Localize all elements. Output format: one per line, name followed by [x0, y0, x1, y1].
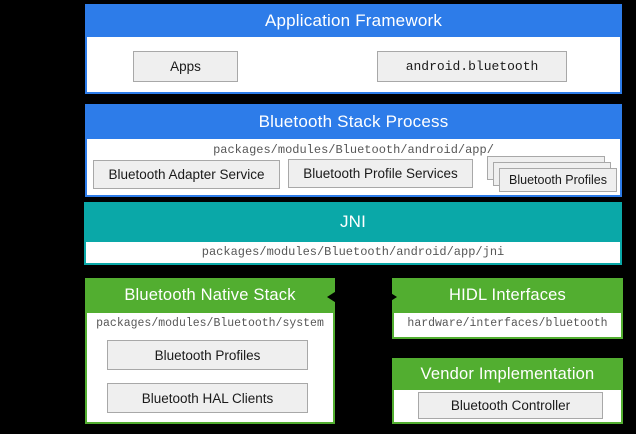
native-bluetooth-profiles-label: Bluetooth Profiles [154, 347, 261, 363]
jni-header: JNI [84, 202, 622, 242]
native-stack-path: packages/modules/Bluetooth/system [96, 317, 324, 330]
jni-path: packages/modules/Bluetooth/android/app/j… [201, 245, 505, 259]
section-hidl-interfaces: HIDL Interfaces hardware/interfaces/blue… [392, 278, 623, 339]
jni-body: packages/modules/Bluetooth/android/app/j… [84, 242, 622, 265]
section-jni: JNI packages/modules/Bluetooth/android/a… [84, 202, 622, 265]
bluetooth-native-stack-header: Bluetooth Native Stack [85, 278, 335, 313]
stack-process-path: packages/modules/Bluetooth/android/app/ [213, 143, 494, 157]
section-vendor-implementation: Vendor Implementation Bluetooth Controll… [392, 358, 623, 424]
jni-title: JNI [339, 212, 367, 231]
arrow-left-head-icon [327, 290, 338, 304]
hidl-interfaces-body: hardware/interfaces/bluetooth [392, 313, 623, 339]
hidl-path: hardware/interfaces/bluetooth [407, 317, 608, 330]
bluetooth-hal-clients-box: Bluetooth HAL Clients [107, 383, 308, 413]
application-framework-body: Apps android.bluetooth [85, 37, 622, 94]
bluetooth-profile-services-box: Bluetooth Profile Services [288, 159, 473, 188]
application-framework-title: Application Framework [264, 10, 443, 30]
arrow-right-head-icon [386, 290, 397, 304]
section-bluetooth-stack-process: Bluetooth Stack Process packages/modules… [85, 104, 622, 197]
section-bluetooth-native-stack: Bluetooth Native Stack packages/modules/… [85, 278, 335, 424]
bluetooth-profiles-stack: Bluetooth Profiles [487, 156, 617, 194]
bluetooth-native-stack-title: Bluetooth Native Stack [124, 286, 296, 304]
vendor-implementation-header: Vendor Implementation [392, 358, 623, 390]
bluetooth-controller-box: Bluetooth Controller [418, 392, 603, 419]
bluetooth-profile-services-label: Bluetooth Profile Services [303, 166, 458, 181]
bluetooth-stack-process-header: Bluetooth Stack Process [85, 104, 622, 139]
android-bluetooth-label: android.bluetooth [405, 59, 539, 74]
hidl-interfaces-header: HIDL Interfaces [392, 278, 623, 313]
bidirectional-arrow [327, 290, 397, 304]
bluetooth-hal-clients-label: Bluetooth HAL Clients [141, 390, 274, 406]
bluetooth-controller-label: Bluetooth Controller [450, 398, 571, 413]
vendor-implementation-title: Vendor Implementation [420, 364, 595, 383]
section-application-framework: Application Framework Apps android.bluet… [85, 4, 622, 94]
application-framework-header: Application Framework [85, 4, 622, 37]
apps-box: Apps [133, 51, 238, 82]
bluetooth-stack-process-title: Bluetooth Stack Process [258, 111, 449, 131]
bluetooth-native-stack-body: packages/modules/Bluetooth/system Blueto… [85, 313, 335, 424]
native-bluetooth-profiles-box: Bluetooth Profiles [107, 340, 308, 370]
bluetooth-adapter-service-label: Bluetooth Adapter Service [108, 167, 265, 182]
arrow-shaft [335, 296, 389, 298]
apps-label: Apps [170, 59, 201, 74]
android-bluetooth-box: android.bluetooth [377, 51, 567, 82]
bluetooth-adapter-service-box: Bluetooth Adapter Service [93, 160, 280, 189]
bluetooth-profiles-front-box: Bluetooth Profiles [499, 168, 617, 192]
bluetooth-stack-process-body: packages/modules/Bluetooth/android/app/ … [85, 139, 622, 197]
bluetooth-profiles-stack-label: Bluetooth Profiles [509, 173, 607, 187]
hidl-interfaces-title: HIDL Interfaces [448, 286, 567, 304]
vendor-implementation-body: Bluetooth Controller [392, 390, 623, 424]
